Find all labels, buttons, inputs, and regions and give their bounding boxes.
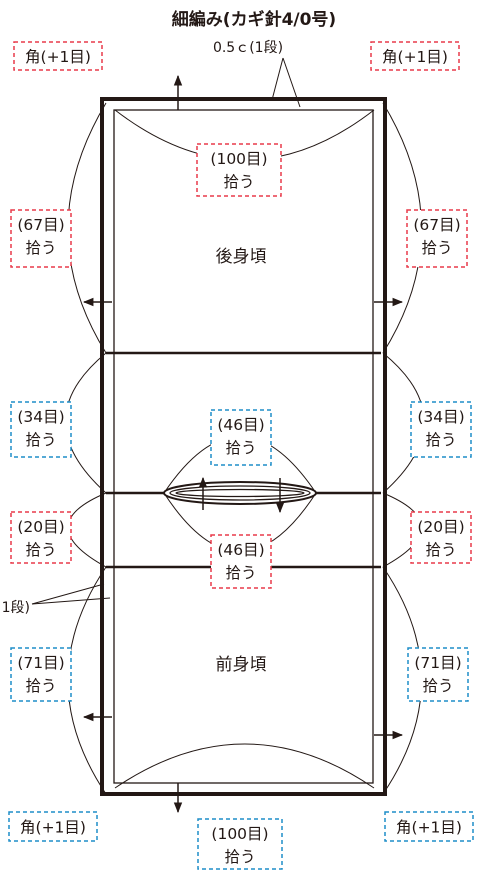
- front-bottom-count: (100目) 拾う: [197, 818, 283, 870]
- diagram-title: 細編み(カギ針4/0号): [172, 9, 336, 30]
- garment-outline: [100, 97, 387, 796]
- corner-top-right: 角(+1目): [370, 41, 460, 71]
- back-right-count: (67目) 拾う: [406, 209, 468, 268]
- corner-bottom-right-frame: [384, 811, 474, 842]
- front-right-count-frame: [407, 647, 469, 702]
- front-bottom-count-count-text: (100目): [211, 825, 268, 843]
- lower-left-count-frame: [10, 511, 72, 564]
- upper-right-count: (34目) 拾う: [410, 401, 472, 458]
- direction-arrows: [82, 74, 404, 814]
- back-panel-label: 後身頃: [216, 247, 267, 267]
- back-left-count-pick-text: 拾う: [25, 239, 56, 257]
- back-top-count-count-text: (100目): [210, 150, 267, 168]
- back-right-count-pick-text: 拾う: [421, 239, 452, 257]
- corner-top-left-frame: [13, 41, 103, 71]
- lower-left-count-count-text: (20目): [17, 518, 64, 536]
- side-border-label: 1段): [2, 600, 30, 616]
- neck-back-count: (46目) 拾う: [210, 409, 272, 466]
- neck-front-count: (46目) 拾う: [210, 534, 272, 589]
- upper-right-count-frame: [410, 401, 472, 458]
- count-labels: 角(+1目) 角(+1目) (100目) 拾う (67目) 拾う (67目) 拾う (34目) 拾…: [8, 41, 474, 870]
- corner-top-left-count-text: 角(+1目): [25, 48, 91, 66]
- front-bottom-count-pick-text: 拾う: [224, 848, 255, 866]
- corner-top-right-frame: [370, 41, 460, 71]
- neck-front-count-count-text: (46目): [217, 541, 264, 559]
- lower-right-count-frame: [410, 511, 472, 564]
- corner-top-left: 角(+1目): [13, 41, 103, 71]
- back-left-count-frame: [10, 209, 72, 268]
- leader-lines: [31, 57, 301, 605]
- neck-back-count-frame: [210, 409, 272, 466]
- front-left-count-pick-text: 拾う: [25, 677, 56, 695]
- back-left-count-count-text: (67目): [17, 216, 64, 234]
- front-bottom-count-frame: [197, 818, 283, 870]
- upper-right-count-pick-text: 拾う: [425, 431, 456, 449]
- neck-front-count-pick-text: 拾う: [225, 564, 256, 582]
- corner-bottom-left-count-text: 角(+1目): [20, 819, 86, 837]
- neck-back-count-count-text: (46目): [217, 416, 264, 434]
- upper-right-count-count-text: (34目): [417, 408, 464, 426]
- lower-right-count-pick-text: 拾う: [425, 541, 456, 559]
- front-right-count-count-text: (71目): [414, 654, 461, 672]
- front-panel-label: 前身頃: [216, 655, 267, 675]
- back-right-count-count-text: (67目): [413, 216, 460, 234]
- lower-left-count: (20目) 拾う: [10, 511, 72, 564]
- back-left-count: (67目) 拾う: [10, 209, 72, 268]
- back-top-count: (100目) 拾う: [196, 143, 282, 197]
- front-right-count: (71目) 拾う: [407, 647, 469, 702]
- lower-right-count-count-text: (20目): [417, 518, 464, 536]
- upper-left-count-pick-text: 拾う: [25, 431, 56, 449]
- upper-left-count: (34目) 拾う: [10, 401, 72, 458]
- neck-front-count-frame: [210, 534, 272, 589]
- upper-left-count-count-text: (34目): [17, 408, 64, 426]
- neck-opening: [163, 481, 317, 505]
- neck-back-count-pick-text: 拾う: [225, 439, 256, 457]
- border-width-label: 0.5ｃ(1段): [213, 40, 283, 56]
- back-right-count-frame: [406, 209, 468, 268]
- corner-bottom-left: 角(+1目): [8, 811, 98, 842]
- front-left-count-frame: [10, 647, 72, 702]
- lower-left-count-pick-text: 拾う: [25, 541, 56, 559]
- front-left-count: (71目) 拾う: [10, 647, 72, 702]
- back-top-count-pick-text: 拾う: [223, 173, 254, 191]
- corner-bottom-left-frame: [8, 811, 98, 842]
- lower-right-count: (20目) 拾う: [410, 511, 472, 564]
- front-left-count-count-text: (71目): [17, 654, 64, 672]
- front-right-count-pick-text: 拾う: [422, 677, 453, 695]
- corner-bottom-right-count-text: 角(+1目): [396, 819, 462, 837]
- upper-left-count-frame: [10, 401, 72, 458]
- corner-bottom-right: 角(+1目): [384, 811, 474, 842]
- corner-top-right-count-text: 角(+1目): [382, 48, 448, 66]
- back-top-count-frame: [196, 143, 282, 197]
